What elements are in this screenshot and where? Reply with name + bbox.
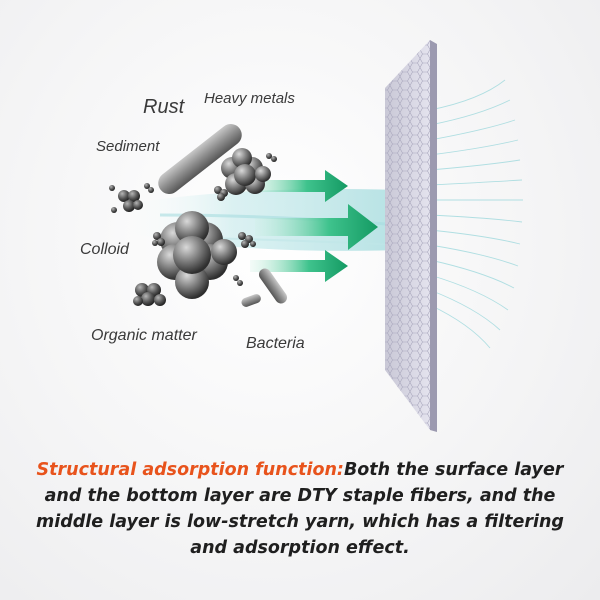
organic-matter-particles [133, 283, 166, 306]
rust-label: Rust [143, 96, 185, 118]
description-caption: Structural adsorption function:Both the … [20, 457, 580, 561]
colloid-cluster-icon [157, 211, 237, 299]
colloid-small-particles [152, 232, 256, 286]
filter-layer-icon [385, 40, 437, 432]
bacteria-icon [241, 268, 288, 307]
colloid-label: Colloid [80, 241, 129, 258]
heavy-metal-cluster-icon [221, 148, 271, 195]
caption-highlight: Structural adsorption function: [36, 460, 344, 480]
rust-particle-icon [158, 123, 242, 195]
sediment-label: Sediment [96, 138, 160, 155]
caption-body: Both the surface layer and the bottom la… [36, 460, 564, 558]
sediment-particles [109, 153, 277, 213]
flow-arrow-icon [245, 170, 378, 282]
filtration-illustration [109, 40, 523, 432]
bacteria-label: Bacteria [246, 335, 305, 352]
heavy-metals-label: Heavy metals [204, 90, 295, 107]
output-fibers [429, 79, 523, 349]
organic-matter-label: Organic matter [91, 327, 197, 344]
